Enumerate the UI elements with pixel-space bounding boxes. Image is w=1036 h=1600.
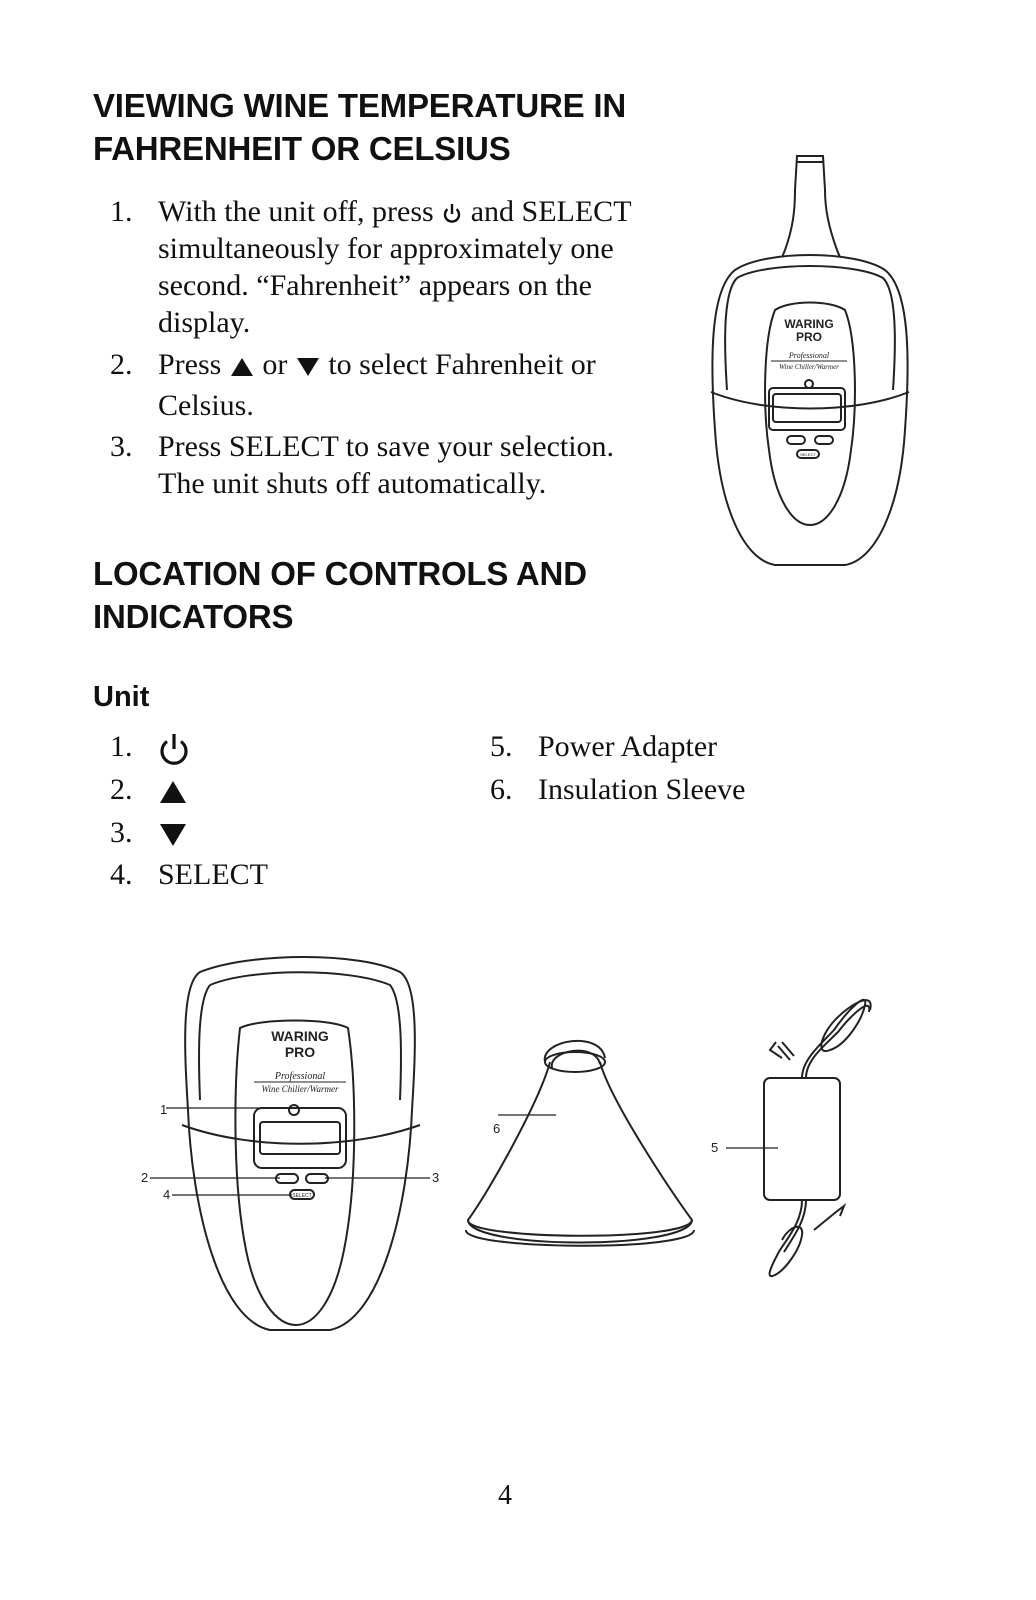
item-text: Power Adapter bbox=[538, 730, 718, 763]
step-text: and SELECT bbox=[470, 195, 632, 228]
brand-text: PRO bbox=[796, 330, 822, 344]
brand-text: PRO bbox=[285, 1044, 315, 1060]
step-text: second. “Fahrenheit” appears on the bbox=[158, 269, 592, 302]
item-text: SELECT bbox=[158, 858, 268, 891]
select-button-label: SELECT bbox=[800, 452, 816, 457]
callout-1: 1 bbox=[160, 1102, 167, 1117]
item-number: 1. bbox=[110, 730, 133, 763]
tagline-text: Wine Chiller/Warmer bbox=[779, 363, 839, 371]
select-button-label: SELECT bbox=[292, 1193, 311, 1199]
step-text: to select Fahrenheit or bbox=[328, 348, 596, 381]
power-icon bbox=[444, 204, 461, 223]
step-text: display. bbox=[158, 306, 251, 339]
step-text: The unit shuts off automatically. bbox=[158, 467, 547, 500]
item-number: 5. bbox=[490, 730, 513, 763]
callout-6: 6 bbox=[493, 1121, 500, 1136]
callout-2: 2 bbox=[141, 1170, 148, 1185]
down-triangle-icon bbox=[296, 358, 319, 377]
step-text: Press SELECT to save your selection. bbox=[158, 430, 615, 463]
tagline-text: Professional bbox=[274, 1071, 325, 1082]
section-title-viewing: VIEWING WINE TEMPERATURE IN FAHRENHEIT O… bbox=[93, 84, 626, 170]
chiller-with-bottle-illustration: WARING PRO Professional Wine Chiller/War… bbox=[710, 155, 910, 566]
callout-4: 4 bbox=[163, 1187, 170, 1202]
item-number: 2. bbox=[110, 773, 133, 806]
components-illustration: 1 2 3 4 5 6 WARING PRO Professional Wine… bbox=[141, 956, 872, 1331]
title-line: VIEWING WINE TEMPERATURE IN bbox=[93, 87, 626, 124]
tagline-text: Wine Chiller/Warmer bbox=[262, 1084, 339, 1094]
up-triangle-icon bbox=[230, 358, 253, 377]
item-number: 4. bbox=[110, 858, 133, 891]
step-text: simultaneously for approximately one bbox=[158, 232, 614, 265]
power-icon bbox=[160, 734, 188, 765]
down-triangle-icon bbox=[160, 824, 186, 847]
brand-text: WARING bbox=[271, 1028, 329, 1044]
item-number: 6. bbox=[490, 773, 513, 806]
step-text: With the unit off, press bbox=[158, 195, 434, 228]
step-number: 1. bbox=[110, 195, 133, 228]
brand-text: WARING bbox=[784, 317, 833, 331]
step-text: Press bbox=[158, 348, 222, 381]
section-title-location: LOCATION OF CONTROLS AND INDICATORS bbox=[93, 552, 587, 638]
step-number: 3. bbox=[110, 430, 133, 463]
step-number: 2. bbox=[110, 348, 133, 381]
step-text: Celsius. bbox=[158, 389, 254, 422]
up-triangle-icon bbox=[160, 781, 186, 804]
callout-3: 3 bbox=[432, 1170, 439, 1185]
subtitle-unit: Unit bbox=[93, 681, 150, 713]
step-text: or bbox=[262, 348, 288, 381]
title-line: INDICATORS bbox=[93, 598, 294, 635]
page-number: 4 bbox=[498, 1480, 512, 1511]
title-line: FAHRENHEIT OR CELSIUS bbox=[93, 130, 511, 167]
title-line: LOCATION OF CONTROLS AND bbox=[93, 555, 587, 592]
item-text: Insulation Sleeve bbox=[538, 773, 746, 806]
tagline-text: Professional bbox=[788, 351, 830, 360]
callout-5: 5 bbox=[711, 1140, 718, 1155]
item-number: 3. bbox=[110, 816, 133, 849]
